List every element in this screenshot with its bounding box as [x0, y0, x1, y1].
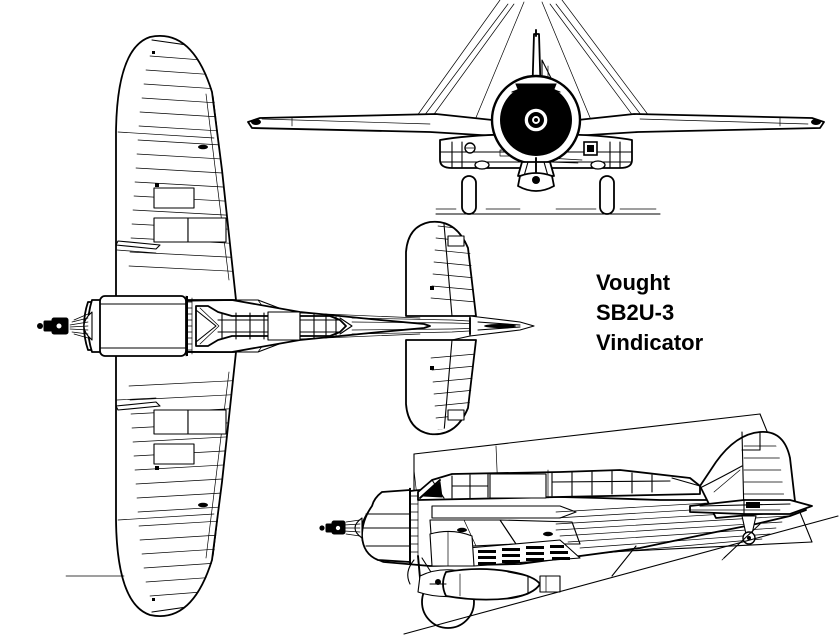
front-wheel-track [435, 175, 661, 215]
side-arrestor-hook [723, 523, 761, 559]
plan-elevator-ribs-upper [430, 223, 476, 316]
caption-name: Vindicator [596, 330, 704, 355]
side-horizontal-tail [689, 499, 813, 515]
side-canopy-frames-aft [551, 470, 671, 497]
front-engine [490, 74, 582, 166]
plan-wing-panel-upper-1 [153, 187, 195, 209]
side-canopy-frames-fwd [451, 473, 489, 499]
plan-horizontal-tail [405, 220, 477, 436]
front-propeller-blades [413, 0, 653, 133]
side-wing-root [429, 505, 581, 567]
front-view [247, 0, 825, 215]
side-view [319, 413, 839, 635]
plan-canopy-frames-aft [299, 312, 341, 340]
plan-view [37, 35, 535, 617]
plan-wing-lower [115, 351, 237, 617]
plan-wing-panel-lower-3 [187, 409, 227, 435]
caption-manufacturer: Vought [596, 270, 671, 295]
front-landing-gear [517, 157, 555, 192]
caption-designation: SB2U-3 [596, 300, 675, 325]
plan-wing-panel-lower-1 [153, 443, 195, 465]
plan-wing-panel-lower-2 [153, 409, 189, 435]
side-cockpit-canopy [417, 469, 701, 501]
side-ground-reference-line [403, 515, 839, 635]
plan-canopy-frames-fwd [217, 312, 269, 340]
front-wheel-right [599, 175, 615, 215]
plan-wing-panel-upper-2 [153, 217, 189, 243]
side-gear-reference-line [611, 545, 637, 577]
side-dive-brake [467, 539, 581, 567]
side-vertical-fin [699, 431, 797, 519]
plan-cockpit-canopy [195, 305, 353, 347]
front-wheel-left [461, 175, 477, 215]
caption-block: Vought SB2U-3 Vindicator [596, 268, 796, 358]
plan-tail-cone [469, 315, 535, 337]
side-centerline-bomb [429, 568, 561, 601]
plan-propeller-hub [37, 311, 93, 341]
side-canopy-center-decking [489, 473, 547, 499]
side-propeller-hub [319, 517, 363, 539]
plan-wing-panel-upper-3 [187, 217, 227, 243]
